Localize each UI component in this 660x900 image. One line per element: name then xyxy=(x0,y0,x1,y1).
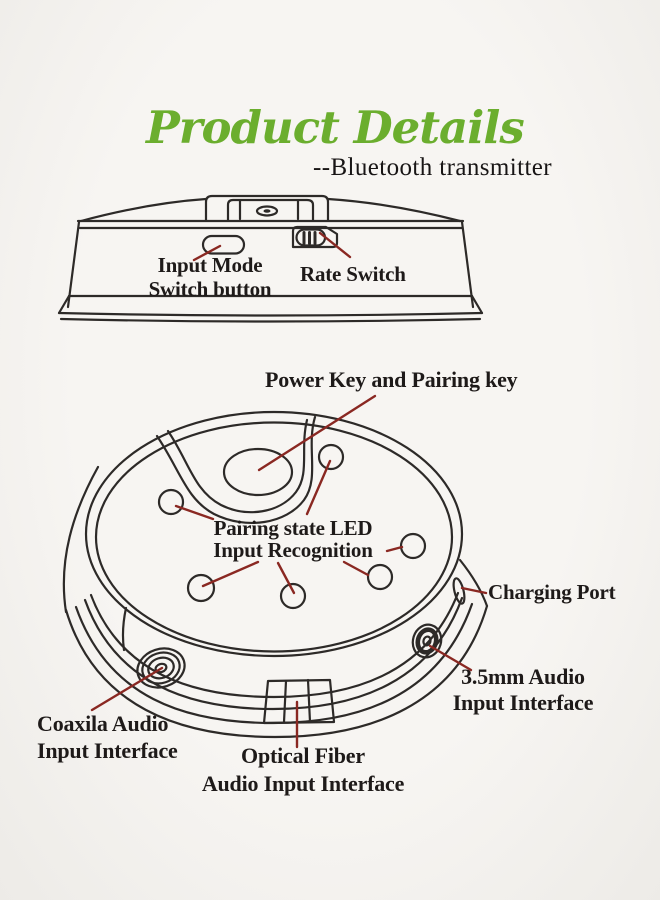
coaxial-connector xyxy=(136,647,186,689)
label-rate-switch: Rate Switch xyxy=(300,262,406,286)
label-input-mode-line2: Switch button xyxy=(148,277,272,301)
label-optical-line1: Optical Fiber xyxy=(241,743,365,768)
label-audio-35mm-line1: 3.5mm Audio xyxy=(461,664,585,689)
top-device-drawing xyxy=(57,194,484,323)
leader-line-rate-switch xyxy=(318,231,352,259)
led-dot xyxy=(399,532,427,560)
led-dot xyxy=(317,443,345,471)
label-pairing-line1: Pairing state LED xyxy=(213,516,373,540)
leader-line-input-mode xyxy=(192,244,222,262)
leader-line-led-lower-left xyxy=(201,560,260,588)
page-subtitle: --Bluetooth transmitter xyxy=(313,154,553,181)
label-coaxial: Coaxila Audio Input Interface xyxy=(37,710,178,764)
label-pairing-led: Pairing state LED Input Recognition xyxy=(213,516,373,562)
label-coaxial-line1: Coaxila Audio xyxy=(37,711,169,736)
led-dot xyxy=(186,573,216,603)
label-input-mode-line1: Input Mode xyxy=(157,253,263,277)
led-dot xyxy=(366,563,394,591)
label-pairing-line2: Input Recognition xyxy=(213,538,373,562)
label-optical-line2: Audio Input Interface xyxy=(201,771,405,796)
input-mode-button xyxy=(201,234,246,255)
led-dot xyxy=(279,582,307,610)
leader-line-power-key xyxy=(257,394,377,472)
charging-port-slot xyxy=(452,577,466,605)
label-input-mode-switch: Input Mode Switch button xyxy=(149,253,272,301)
rate-switch-control xyxy=(291,225,339,249)
leader-line-charging-port xyxy=(460,586,488,595)
label-charging-port: Charging Port xyxy=(488,580,616,604)
disc-top-face xyxy=(84,410,464,658)
leader-line-led-bottom xyxy=(276,561,296,595)
label-power-key: Power Key and Pairing key xyxy=(265,367,518,392)
led-dot xyxy=(157,488,185,516)
page-title: Product Details xyxy=(146,101,525,154)
device-body xyxy=(57,197,484,323)
transmitter-disc-drawing xyxy=(62,394,489,749)
power-key-recess xyxy=(155,415,317,525)
label-audio-35mm: 3.5mm Audio Input Interface xyxy=(453,664,594,716)
leader-line-led-top-right xyxy=(305,459,332,516)
optical-port xyxy=(262,678,336,725)
leader-line-led-left xyxy=(174,504,215,521)
label-optical: Optical Fiber Audio Input Interface xyxy=(201,742,405,798)
leader-line-audio-35mm xyxy=(428,644,473,672)
leader-lines xyxy=(90,394,488,749)
audio-jack-35mm xyxy=(411,623,443,659)
leader-line-led-lower-right xyxy=(342,560,370,577)
label-audio-35mm-line2: Input Interface xyxy=(452,690,594,715)
led-indicators xyxy=(157,443,427,610)
power-key-button xyxy=(222,447,294,497)
dock-connector xyxy=(204,194,330,222)
leader-line-led-right xyxy=(385,545,404,553)
leader-line-coaxial xyxy=(90,666,164,712)
label-coaxial-line2: Input Interface xyxy=(37,738,178,763)
